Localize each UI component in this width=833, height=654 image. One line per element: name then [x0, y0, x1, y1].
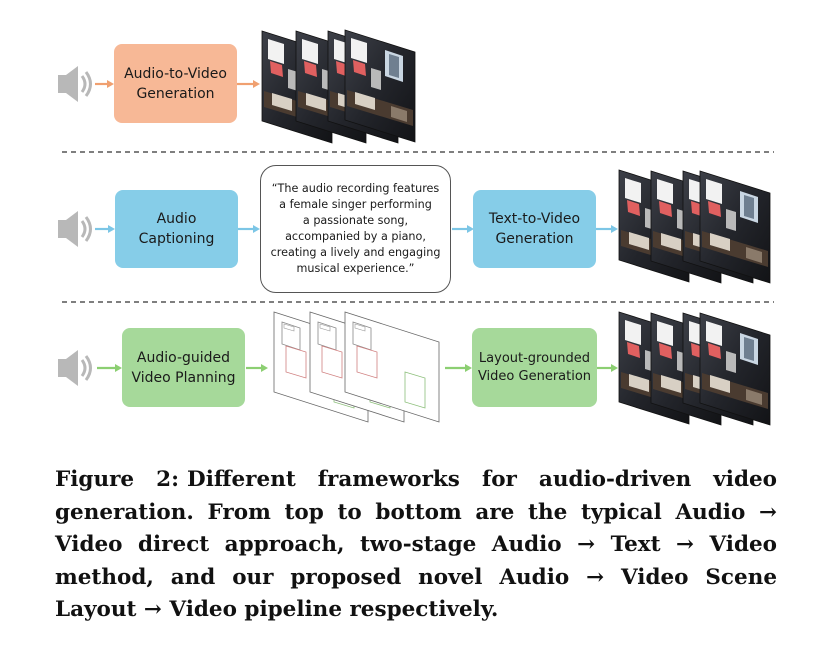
layout-frame-stack [273, 311, 440, 423]
arrow [97, 364, 122, 372]
arrow [445, 364, 472, 372]
arrow [452, 225, 474, 233]
audio-guided-planning-box: Audio-guided Video Planning [122, 328, 245, 407]
arrow [237, 80, 260, 88]
figure-label: Figure 2: [55, 467, 180, 492]
audio-captioning-box: Audio Captioning [115, 190, 238, 268]
caption-text: Different frameworks for audio-driven vi… [55, 467, 778, 622]
caption-text-bubble: “The audio recording features a female s… [260, 165, 451, 293]
arrow [238, 225, 260, 233]
video-frame-stack [261, 29, 416, 144]
arrow [597, 364, 618, 372]
speaker-icon [56, 64, 92, 104]
arrow [246, 364, 268, 372]
video-frame-stack [618, 311, 771, 426]
audio-to-video-box: Audio-to-Video Generation [114, 44, 237, 123]
layout-grounded-generation-box: Layout-grounded Video Generation [472, 328, 597, 407]
speaker-icon [56, 209, 92, 249]
arrow [596, 225, 618, 233]
text-to-video-box: Text-to-Video Generation [473, 190, 596, 268]
arrow [95, 225, 115, 233]
figure-caption: Figure 2:Different frameworks for audio-… [55, 464, 777, 627]
arrow [95, 80, 114, 88]
framework-diagram [56, 29, 774, 426]
video-frame-stack [618, 169, 771, 284]
speaker-icon [56, 348, 92, 388]
